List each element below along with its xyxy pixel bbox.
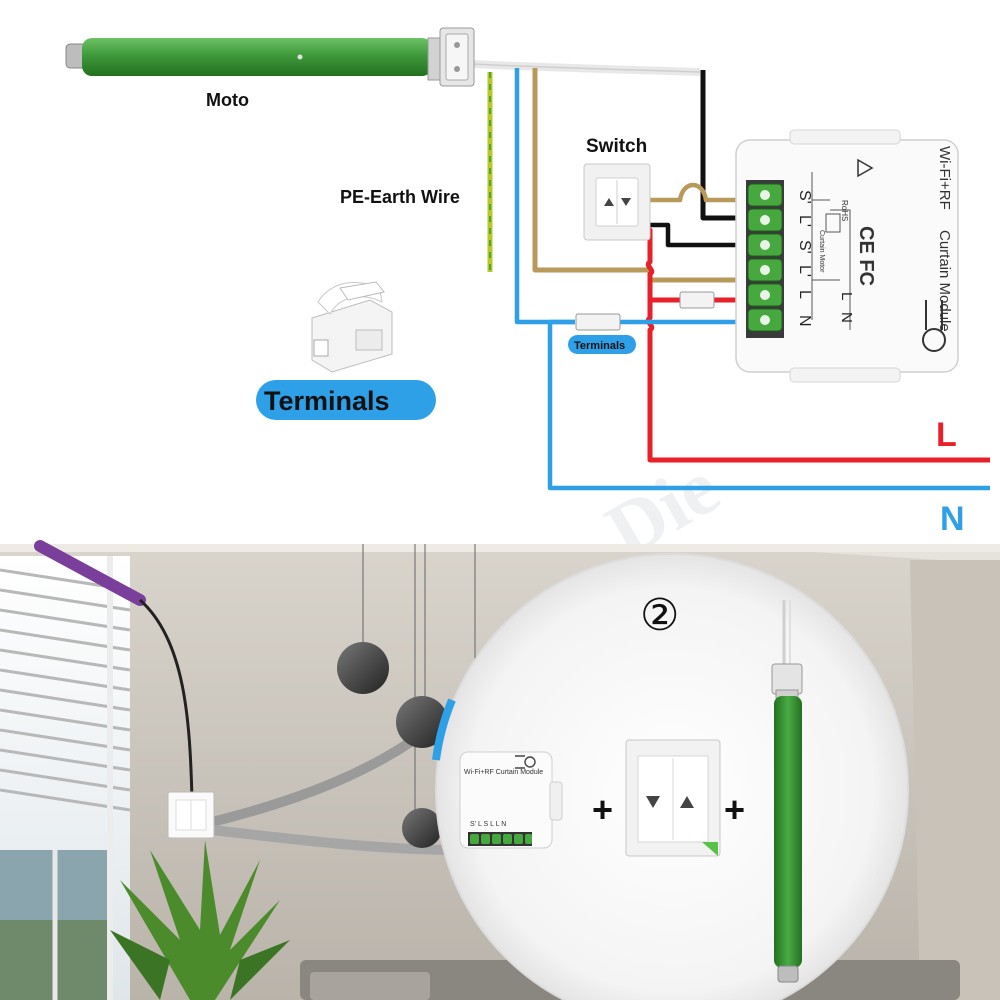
callout-module-title: Wi-Fi+RF Curtain Module [464, 769, 543, 776]
terminals-small-label: Terminals [574, 340, 625, 352]
terminal-connector-illustration [311, 281, 393, 373]
live-label: L [936, 416, 957, 454]
black-wire [700, 70, 748, 221]
pin-labels: S' L' S' L' L N [796, 190, 813, 327]
wire-connector-blue [575, 313, 621, 331]
module-title-line2: Curtain Module [936, 230, 953, 332]
circuit-sketch [811, 172, 851, 330]
tubular-motor [65, 27, 475, 87]
plant [110, 840, 290, 1000]
wiring-diagram: Die [65, 27, 990, 574]
callout-wall-switch [625, 739, 721, 857]
module-certs: CE FC [855, 226, 877, 286]
pin-label-1: S' [796, 190, 813, 204]
switch-black-wire [640, 222, 748, 248]
pin-label-right-2: N [838, 312, 855, 323]
pin-label-3: S' [796, 240, 813, 254]
callout-indicator-icon [515, 755, 536, 769]
warning-icon [857, 158, 874, 178]
curtain-module: Wi-Fi+RF Curtain Module CE FC RoHS Curta… [735, 129, 959, 383]
earth-wire-label: PE-Earth Wire [340, 187, 460, 207]
terminals-badge-small: Terminals [568, 335, 636, 354]
pendant-lamps [337, 544, 476, 848]
module-title-line1: Wi-Fi+RF [936, 146, 953, 210]
down-arrow-icon [621, 198, 631, 206]
pin-label-2: L' [796, 215, 813, 227]
step-number: ② [640, 590, 679, 641]
blue-motor-wire [514, 68, 575, 325]
installation-scene: ② Wi-Fi+RF Curtain Module S' L S L L N [0, 540, 1000, 1000]
plus-sign-2: + [724, 789, 745, 830]
callout-module-terminals: S' L S L L N [470, 821, 506, 828]
window-blinds [0, 556, 131, 1000]
plus-sign-1: + [592, 789, 613, 830]
pin-label-right-1: L [838, 292, 855, 300]
terminals-large-label: Terminals [264, 386, 390, 416]
up-arrow-icon [604, 198, 614, 206]
motor-label: Moto [206, 90, 249, 110]
pin-label-5: L [796, 290, 813, 299]
wall-switch [583, 163, 651, 241]
switch-brown-wire [640, 182, 748, 203]
terminals-badge-large: Terminals [256, 380, 436, 420]
wall-cable [139, 598, 194, 801]
callout-up-arrow-icon [680, 796, 694, 808]
pin-label-6: N [796, 315, 813, 327]
wire-connector-red [679, 291, 715, 309]
callout-curtain-module: Wi-Fi+RF Curtain Module S' L S L L N [459, 751, 563, 849]
wires [469, 60, 990, 491]
callout-tubular-motor [771, 600, 803, 983]
module-inner-label: Curtain Motor [818, 230, 825, 273]
product-callout: ② Wi-Fi+RF Curtain Module S' L S L L N [432, 553, 909, 1000]
room-wall-switch [167, 791, 215, 839]
neutral-label: N [940, 500, 965, 538]
switch-label: Switch [586, 136, 647, 157]
module-rohs: RoHS [840, 200, 849, 221]
callout-down-arrow-icon [646, 796, 660, 808]
neutral-wire [547, 319, 990, 491]
module-indicator-icon [922, 300, 946, 352]
ceiling-motor-tube [34, 540, 146, 606]
pin-label-4: L' [796, 265, 813, 277]
